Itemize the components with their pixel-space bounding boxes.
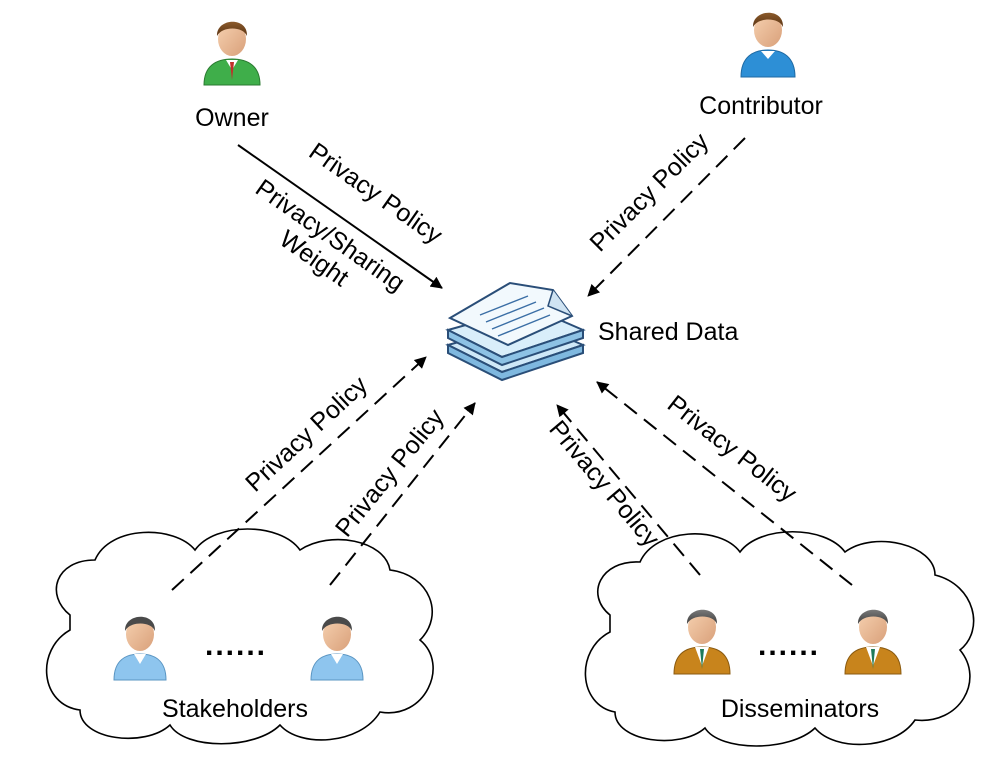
- disseminator-policy-label-1: Privacy Policy: [543, 415, 665, 553]
- disseminators-cloud: [584, 530, 975, 747]
- stacked-documents-icon: [445, 281, 586, 382]
- owner-arrow: [237, 144, 443, 289]
- disseminators-label: Disseminators: [721, 695, 879, 723]
- stakeholders-ellipsis: ......: [205, 629, 267, 662]
- stakeholder-person-icon-2: [310, 616, 364, 681]
- stakeholders-label: Stakeholders: [162, 695, 308, 723]
- disseminator-businessman-icon-2: [844, 609, 902, 675]
- owner-label: Owner: [195, 104, 269, 132]
- disseminator-arrow-1: [556, 404, 701, 576]
- stakeholder-arrow-2: [329, 402, 476, 586]
- owner-person-icon: [203, 21, 261, 86]
- stakeholder-policy-label-2: Privacy Policy: [330, 403, 450, 542]
- stakeholder-arrow-1: [171, 356, 427, 591]
- contributor-policy-label: Privacy Policy: [584, 127, 714, 257]
- stakeholder-policy-label-1: Privacy Policy: [240, 371, 373, 498]
- disseminators-ellipsis: ......: [758, 629, 820, 662]
- contributor-person-icon: [740, 12, 796, 78]
- disseminator-arrow-2: [596, 381, 853, 586]
- contributor-arrow: [587, 137, 746, 297]
- disseminator-businessman-icon-1: [673, 609, 731, 675]
- shared-data-label: Shared Data: [598, 318, 738, 346]
- stakeholders-cloud: [45, 528, 434, 745]
- contributor-label: Contributor: [699, 92, 823, 120]
- stakeholder-person-icon-1: [113, 616, 167, 681]
